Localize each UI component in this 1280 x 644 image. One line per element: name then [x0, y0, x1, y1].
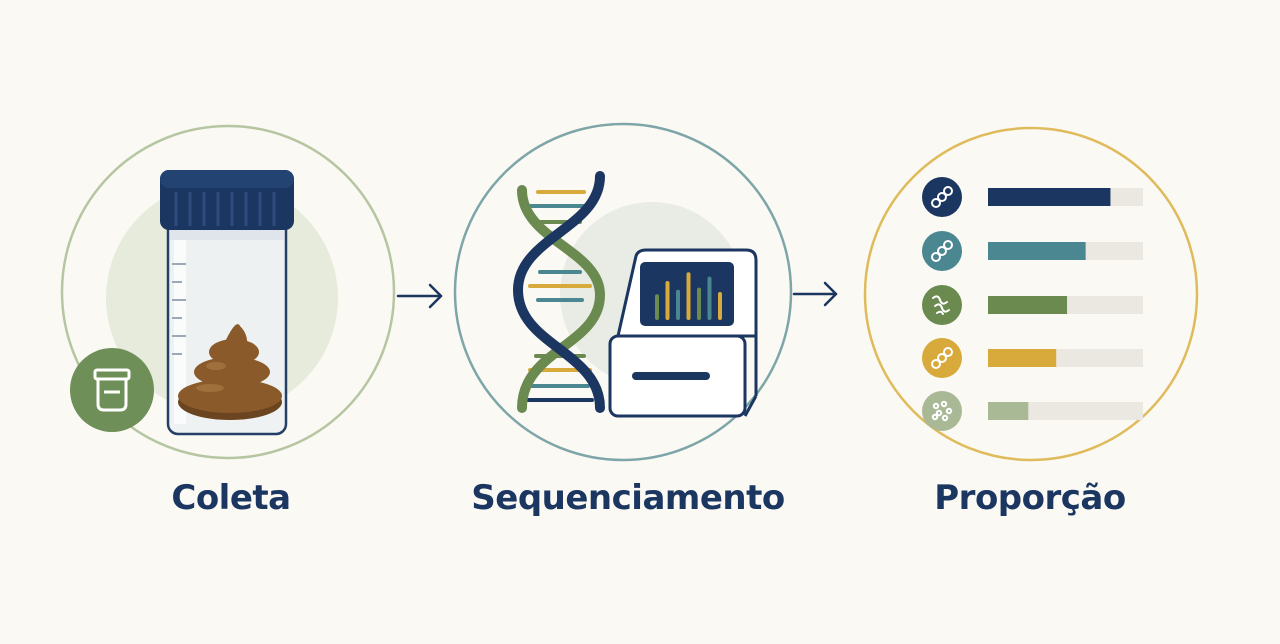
step-label-sequencing: Sequenciamento [471, 478, 785, 518]
proportion-bar-fill [988, 296, 1068, 314]
step-collection [60, 124, 396, 460]
sequencer-machine-icon [608, 248, 758, 418]
proportion-row [922, 391, 1143, 431]
bacteria-badge [922, 231, 962, 271]
arrow-right-icon [396, 283, 443, 309]
bacteria-spiral-icon [932, 295, 950, 315]
collection-badge [70, 348, 154, 432]
bacteria-chain-icon [931, 240, 953, 262]
proportion-bar-fill [988, 349, 1057, 367]
collection-badge-circle [70, 348, 154, 432]
sequencer-screen-chart [655, 272, 722, 320]
bacteria-badge [922, 391, 962, 431]
stool-sample-icon [178, 324, 282, 420]
proportion-row [922, 231, 1143, 271]
proportion-bars [922, 177, 1143, 431]
proportion-bar-fill [988, 188, 1111, 206]
bacteria-chain-icon [931, 186, 953, 208]
proportion-bar-fill [988, 402, 1029, 420]
step-label-proportion: Proporção [934, 478, 1126, 518]
bacteria-chain-icon [931, 347, 953, 369]
proportion-bar-fill [988, 242, 1086, 260]
arrow-right-icon [792, 281, 838, 307]
sequencer-chart-bar [686, 272, 691, 320]
bacteria-badge [922, 285, 962, 325]
step-sequencing [453, 122, 793, 462]
dna-helix-icon [512, 171, 606, 413]
sequencer-chart-bar [697, 287, 701, 320]
proportion-row [922, 338, 1143, 378]
sequencer-chart-bar [676, 289, 680, 320]
cup-icon [93, 368, 131, 412]
sequencer-chart-bar [718, 292, 722, 320]
bacteria-cocci-icon [931, 400, 953, 422]
step-label-collection: Coleta [171, 478, 291, 518]
proportion-row [922, 177, 1143, 217]
sequencer-slot [632, 372, 710, 380]
sequencer-chart-bar [665, 281, 670, 320]
bacteria-badge [922, 338, 962, 378]
sequencer-chart-bar [707, 276, 712, 320]
bacteria-badge [922, 177, 962, 217]
proportion-row [922, 285, 1143, 325]
step-proportion [863, 126, 1199, 462]
sequencer-chart-bar [655, 294, 659, 320]
